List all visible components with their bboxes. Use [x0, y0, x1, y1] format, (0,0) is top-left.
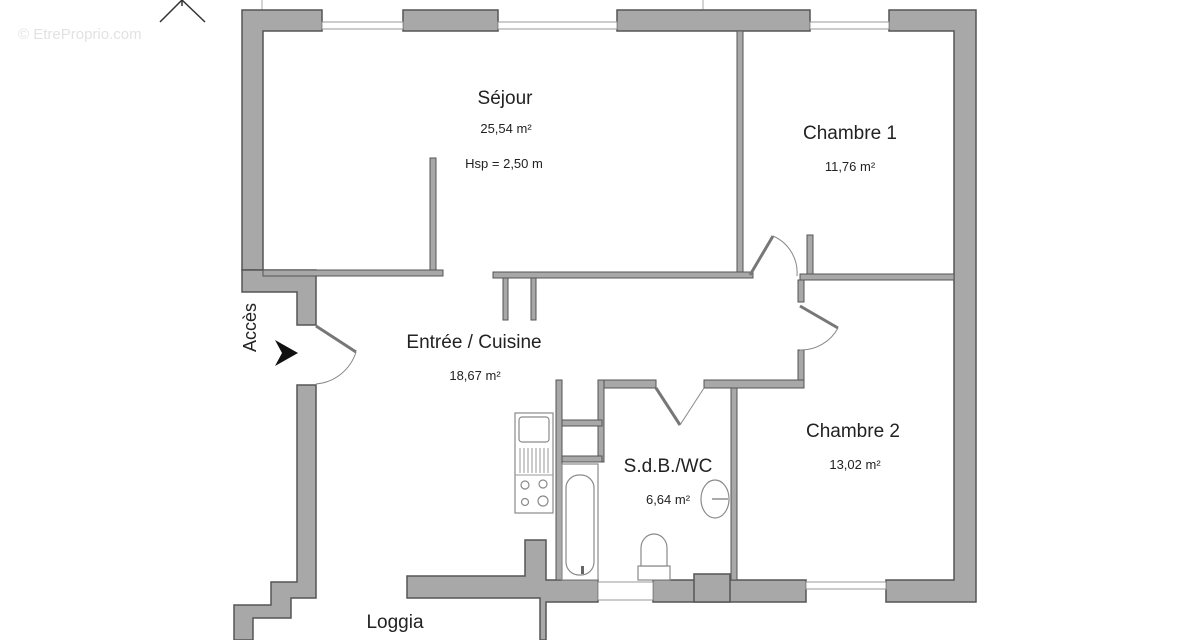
doors	[315, 235, 839, 426]
kitchen-fixtures	[514, 412, 554, 514]
room-name-chambre1: Chambre 1	[803, 123, 897, 144]
north-arrow-icon	[159, 0, 206, 23]
exterior-walls	[233, 9, 977, 640]
bathroom-fixtures	[561, 463, 730, 581]
interior-walls	[262, 30, 955, 581]
entry-arrow-icon	[275, 340, 298, 366]
ceiling-height: Hsp = 2,50 m	[465, 156, 543, 171]
watermark: © EtreProprio.com	[18, 26, 142, 43]
room-name-chambre2: Chambre 2	[806, 421, 900, 442]
room-area-entree-cuisine: 18,67 m²	[449, 368, 501, 383]
room-area-chambre2: 13,02 m²	[829, 457, 881, 472]
room-area-chambre1: 11,76 m²	[824, 159, 876, 174]
room-area-sdb-wc: 6,64 m²	[645, 492, 691, 507]
room-name-loggia: Loggia	[366, 612, 424, 633]
room-area-sejour: 25,54 m²	[480, 121, 532, 136]
windows	[321, 21, 890, 601]
room-name-entree-cuisine: Entrée / Cuisine	[406, 332, 542, 353]
entrance-label: Accès	[240, 302, 260, 352]
room-name-sejour: Séjour	[477, 88, 533, 109]
room-name-sdb-wc: S.d.B./WC	[623, 456, 713, 477]
